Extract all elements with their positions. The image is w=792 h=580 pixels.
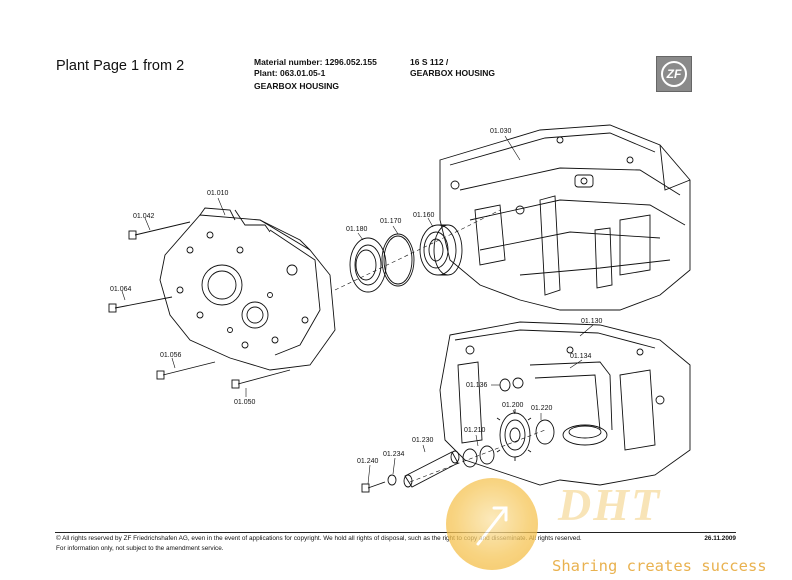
gearbox-housing-lower — [439, 321, 691, 486]
label-01220: 01.220 — [531, 405, 553, 412]
exploded-parts-drawing: 01.030 01.010 01.042 01.170 01.160 01.18… — [108, 124, 691, 493]
label-01170: 01.170 — [380, 218, 402, 225]
label-01230: 01.230 — [412, 437, 434, 444]
snap-ring — [381, 233, 415, 287]
label-01210: 01.210 — [464, 427, 486, 434]
label-01056: 01.056 — [160, 352, 182, 359]
washer-01234 — [387, 474, 397, 486]
housing-cover — [159, 207, 336, 371]
watermark-slogan: Sharing creates success — [552, 557, 767, 575]
label-01134: 01.134 — [570, 353, 592, 360]
label-01200: 01.200 — [502, 402, 524, 409]
footer-divider — [55, 532, 736, 533]
assembly-centerlines — [334, 209, 546, 483]
label-01064: 01.064 — [110, 286, 132, 293]
seal-ring — [349, 237, 387, 293]
zf-logo: ZF — [656, 56, 692, 92]
plant-number: Plant: 063.01.05-1 — [254, 68, 326, 78]
gearbox-housing-upper — [439, 124, 691, 311]
model-assembly-name: GEARBOX HOUSING — [410, 68, 496, 78]
ball-bearing — [419, 224, 463, 276]
label-01234: 01.234 — [383, 451, 405, 458]
label-01240: 01.240 — [357, 458, 379, 465]
copyright-text: © All rights reserved by ZF Friedrichsha… — [56, 535, 582, 542]
material-info: Material number: 1296.052.155 Plant: 063… — [254, 57, 377, 92]
bolt-01050 — [231, 369, 291, 389]
part-labels: 01.030 01.010 01.042 01.170 01.160 01.18… — [110, 128, 603, 465]
material-number: Material number: 1296.052.155 — [254, 57, 377, 67]
label-01130: 01.130 — [581, 318, 603, 325]
watermark-logo-icon — [446, 478, 538, 570]
plug-01136 — [499, 378, 511, 392]
page-title: Plant Page 1 from 2 — [56, 58, 185, 74]
arrow-icon — [476, 506, 508, 546]
bolt-01064 — [108, 296, 173, 313]
label-01180: 01.180 — [346, 226, 368, 233]
needle-bearing-01210 — [462, 445, 495, 468]
assembly-name: GEARBOX HOUSING — [254, 81, 340, 91]
bolt-01056 — [156, 361, 216, 380]
label-01042: 01.042 — [133, 213, 155, 220]
label-01010: 01.010 — [207, 190, 229, 197]
model-info: 16 S 112 / GEARBOX HOUSING — [410, 57, 495, 79]
gear-01200 — [496, 409, 532, 461]
footer-copyright: © All rights reserved by ZF Friedrichsha… — [56, 535, 736, 542]
label-01050: 01.050 — [234, 399, 256, 406]
document-date: 26.11.2009 — [704, 535, 736, 542]
footer-note: For information only, not subject to the… — [56, 545, 224, 552]
label-01030: 01.030 — [490, 128, 512, 135]
label-01160: 01.160 — [413, 212, 435, 219]
model-number: 16 S 112 / — [410, 57, 449, 67]
zf-logo-mark: ZF — [661, 61, 687, 87]
watermark-brand: DHT — [558, 479, 662, 530]
label-01136: 01.136 — [466, 382, 488, 389]
leader-lines — [121, 135, 594, 485]
bolt-01240 — [361, 481, 386, 493]
bolt-01042 — [128, 221, 191, 240]
